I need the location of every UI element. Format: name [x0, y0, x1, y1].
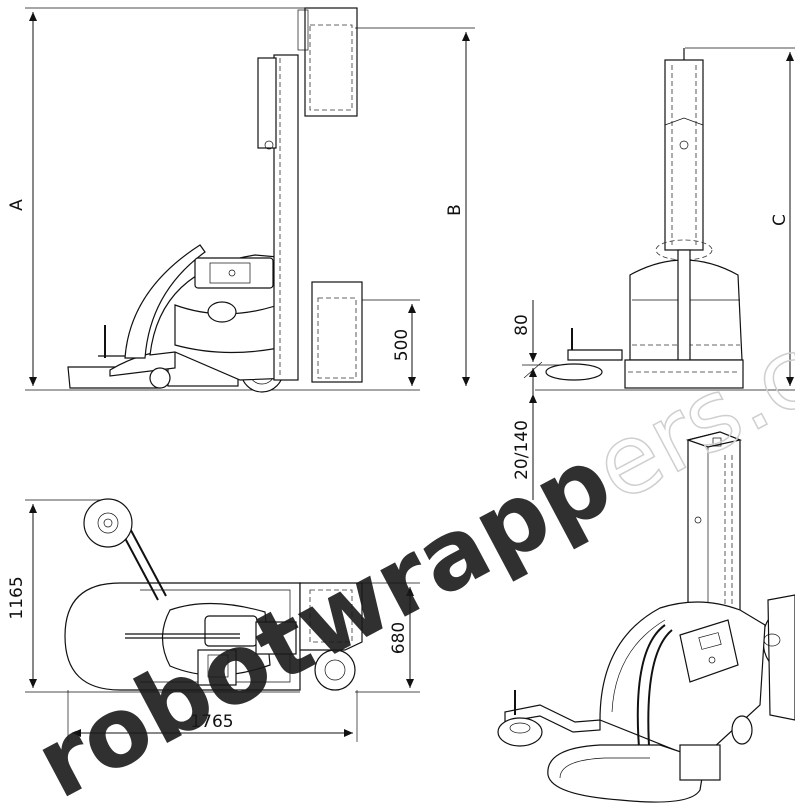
- dim-label-a: A: [7, 199, 27, 211]
- dim-label-c: C: [770, 214, 790, 226]
- isometric-view: [497, 431, 795, 803]
- dim-label-1165: 1165: [7, 576, 27, 619]
- side-view: A B 500: [7, 7, 475, 393]
- dim-label-80: 80: [512, 314, 532, 336]
- front-view: C 80 20/140: [512, 47, 795, 500]
- dim-label-1765: 1765: [190, 712, 233, 732]
- dim-label-b: B: [445, 204, 465, 216]
- dim-label-500: 500: [392, 329, 412, 361]
- dim-label-20-140: 20/140: [512, 420, 532, 480]
- dim-label-680: 680: [389, 622, 409, 654]
- top-view: 1165 680 1765: [7, 498, 420, 742]
